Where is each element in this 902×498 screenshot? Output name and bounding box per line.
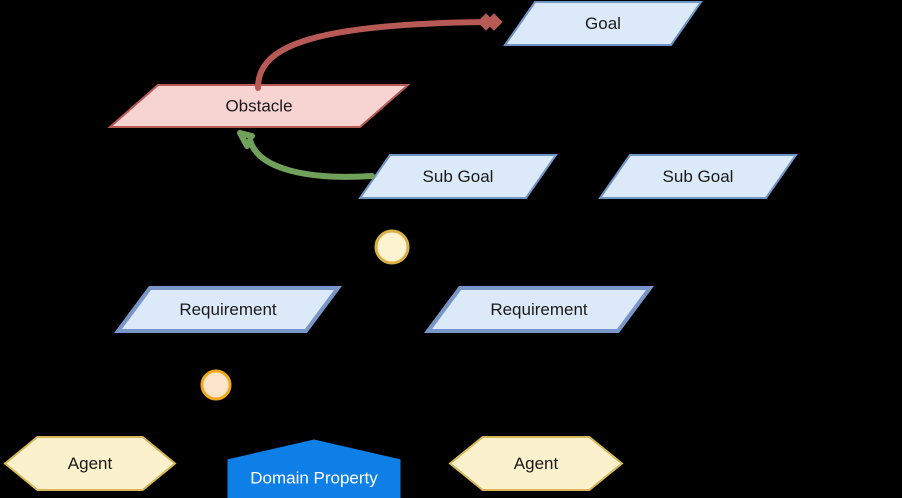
- resolution-link-arrowhead-icon: [237, 130, 255, 149]
- semantic-link-layer: [237, 13, 503, 180]
- node-refinement-node-1[interactable]: [374, 229, 410, 265]
- refinement-node-2-shape[interactable]: [200, 369, 232, 401]
- obstacle-shape[interactable]: [107, 84, 411, 128]
- obstruction-link-arrowhead-icon: [477, 13, 503, 31]
- link-subgoal1-node1[interactable]: [391, 199, 441, 231]
- goal-shape[interactable]: [503, 0, 703, 46]
- node-subgoal-2[interactable]: Sub Goal: [598, 154, 798, 199]
- node-goal[interactable]: Goal: [503, 0, 703, 46]
- link-layer: [89, 46, 701, 443]
- node-refinement-node-2[interactable]: [200, 369, 232, 401]
- resolution-link[interactable]: [247, 137, 375, 180]
- link-node1-req1[interactable]: [227, 257, 381, 288]
- node-domain-property[interactable]: Domain Property: [227, 439, 401, 498]
- node-agent-1[interactable]: Agent: [3, 436, 177, 491]
- agent-1-shape[interactable]: [3, 436, 177, 491]
- node-subgoal-1[interactable]: Sub Goal: [358, 154, 558, 199]
- node-obstacle[interactable]: Obstacle: [107, 84, 411, 128]
- agent-2-shape[interactable]: [448, 436, 624, 491]
- link-node2-agent1[interactable]: [89, 398, 213, 437]
- subgoal-2-shape[interactable]: [598, 154, 798, 199]
- domain-property-shape[interactable]: [227, 439, 401, 498]
- node-requirement-1[interactable]: Requirement: [114, 286, 342, 333]
- subgoal-1-shape[interactable]: [358, 154, 558, 199]
- node-agent-2[interactable]: Agent: [448, 436, 624, 491]
- refinement-node-1-shape[interactable]: [374, 229, 410, 265]
- requirement-1-shape[interactable]: [114, 286, 342, 333]
- obstruction-link[interactable]: [255, 19, 490, 91]
- link-goal-subgoal1[interactable]: [454, 46, 601, 154]
- link-node2-domainprop[interactable]: [221, 398, 301, 443]
- link-node1-req2[interactable]: [403, 257, 541, 288]
- node-requirement-2[interactable]: Requirement: [424, 286, 654, 333]
- link-req1-node2[interactable]: [215, 331, 229, 371]
- requirement-2-shape[interactable]: [424, 286, 654, 333]
